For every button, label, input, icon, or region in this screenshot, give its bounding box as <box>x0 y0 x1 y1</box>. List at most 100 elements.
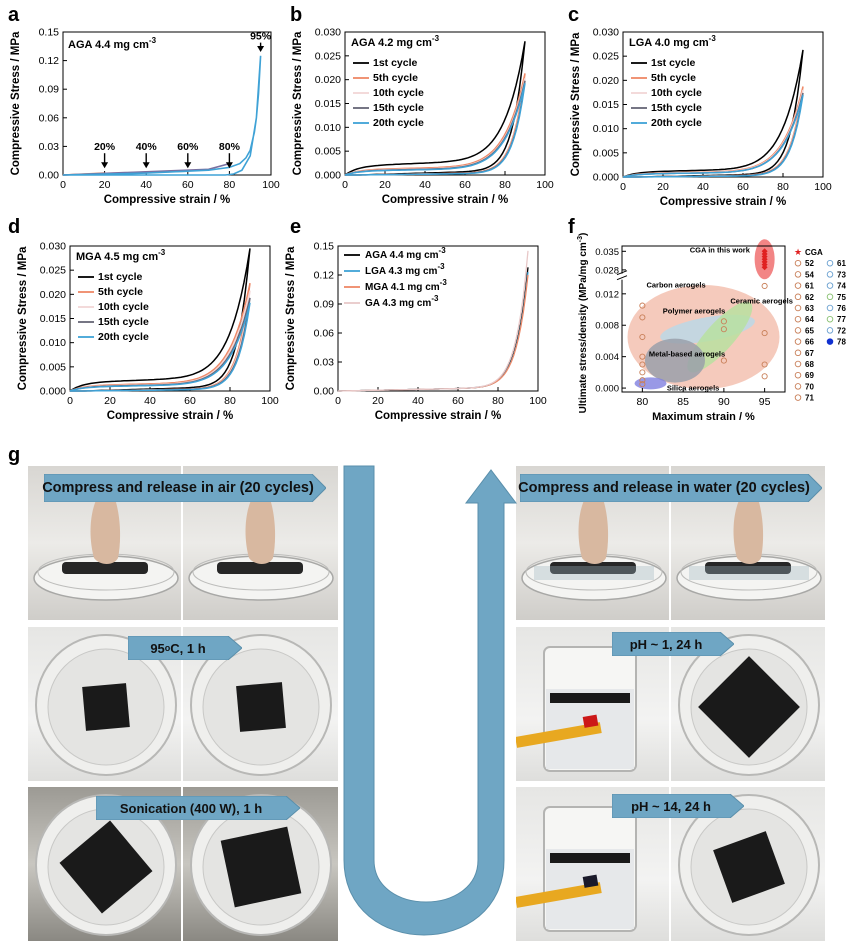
x-tick-label: 20 <box>379 179 391 191</box>
y-tick-label: 0.00 <box>39 170 60 182</box>
legend-entry: 20th cycle <box>98 331 149 343</box>
x-tick-label: 80 <box>492 395 504 407</box>
y-axis-label: Compressive Stress / MPa <box>17 246 29 390</box>
legend-entry: 1st cycle <box>98 271 143 283</box>
series-line <box>62 55 262 176</box>
panel-annotation: MGA 4.5 mg cm-3 <box>76 248 166 263</box>
plot-frame <box>337 245 539 392</box>
data-point <box>720 318 727 325</box>
aerogel-block <box>550 562 636 574</box>
banner-acid: pH ~ 1, 24 h <box>612 632 734 656</box>
y-tick-label: 0.025 <box>40 265 66 277</box>
legend-entry: 54 <box>805 270 814 279</box>
x-tick-label: 60 <box>182 179 194 191</box>
legend-entry: 73 <box>837 270 846 279</box>
legend-marker <box>794 371 802 379</box>
legend-entry: 77 <box>837 315 846 324</box>
aerogel-sample <box>713 831 785 903</box>
aerogel-sample <box>220 826 302 908</box>
data-point <box>639 333 646 341</box>
y-tick-label: 0.035 <box>595 247 619 258</box>
cga-point <box>761 253 768 260</box>
plot-frame <box>62 31 272 176</box>
legend-entry: 20th cycle <box>373 117 424 129</box>
legend-entry: 69 <box>805 371 814 380</box>
x-tick-label: 60 <box>737 181 749 193</box>
aerogel-sample <box>236 682 286 732</box>
beaker-top-view <box>190 794 332 936</box>
legend-entry: 1st cycle <box>651 57 696 69</box>
legend-entry: GA 4.3 mg cm-3 <box>365 294 439 309</box>
legend-entry: 63 <box>805 304 814 313</box>
beaker-top-view <box>678 634 820 776</box>
y-tick-label: 0.03 <box>314 357 335 369</box>
series-loop <box>622 49 804 178</box>
legend-marker <box>794 383 802 390</box>
data-point <box>639 361 646 368</box>
y-tick-label: 0.005 <box>593 147 619 159</box>
marker-arrowhead <box>142 162 150 169</box>
panel-label-f: f <box>568 216 575 238</box>
data-point <box>639 377 646 384</box>
x-tick-label: 20 <box>99 179 111 191</box>
beaker-top-view <box>35 794 177 936</box>
data-point <box>720 326 727 333</box>
aerogel-block <box>217 562 303 574</box>
petri-dish-scene <box>521 496 667 601</box>
legend-marker <box>794 259 802 267</box>
highlight-label: CGA in this work <box>690 246 751 255</box>
banner-water: Compress and release in water (20 cycles… <box>518 474 822 502</box>
legend-entry: 65 <box>805 326 814 335</box>
finger <box>578 496 609 564</box>
x-tick-label: 100 <box>814 181 832 193</box>
x-axis-label: Compressive strain / % <box>382 194 509 206</box>
x-tick-label: 95 <box>759 396 771 408</box>
x-tick-label: 20 <box>104 395 116 407</box>
banner-label: Compress and release in water (20 cycles… <box>518 480 810 496</box>
cga-point <box>761 248 768 255</box>
series-loop <box>69 297 251 392</box>
beaker-side-view <box>516 646 637 772</box>
x-axis-label: Compressive strain / % <box>104 194 231 206</box>
cga-point <box>761 258 768 265</box>
aerogel-sample <box>82 683 130 731</box>
legend-marker <box>826 271 834 278</box>
series-loop <box>622 94 804 178</box>
banner-label: Sonication (400 W), 1 h <box>119 800 263 816</box>
legend-marker <box>794 338 802 345</box>
legend-entry: 64 <box>805 315 814 324</box>
legend-marker <box>794 304 802 312</box>
series-loop <box>344 80 526 176</box>
legend-entry: 71 <box>805 394 814 403</box>
x-axis-label: Compressive strain / % <box>660 196 787 208</box>
y-tick-label: 0.010 <box>593 123 619 135</box>
legend-entry: 78 <box>837 338 846 347</box>
legend-entry: 15th cycle <box>373 102 424 114</box>
legend-entry: 61 <box>805 282 814 291</box>
legend-entry: 15th cycle <box>98 316 149 328</box>
petri-dish-scene <box>676 496 822 601</box>
y-tick-label: 0.015 <box>593 99 619 111</box>
region-carbon <box>627 285 780 390</box>
banner-label: Compress and release in air (20 cycles) <box>42 480 314 496</box>
x-tick-label: 80 <box>499 179 511 191</box>
banner-arrow-shape <box>96 796 300 820</box>
series-line <box>338 274 529 392</box>
cga-point <box>761 264 768 271</box>
y-axis-label: Compressive Stress / MPa <box>292 31 304 175</box>
axis-break <box>617 273 627 280</box>
x-tick-label: 80 <box>224 395 236 407</box>
legend-entry: 5th cycle <box>651 72 696 84</box>
y-tick-label: 0.010 <box>40 337 66 349</box>
x-tick-label: 100 <box>261 395 279 407</box>
plot-frame <box>69 245 271 392</box>
ph-strip <box>516 722 602 748</box>
ph-strip-indicator <box>582 714 599 728</box>
series-loop <box>69 302 251 392</box>
banner-label: pH ~ 1, 24 h <box>629 636 703 652</box>
y-tick-label: 0.025 <box>315 50 341 62</box>
